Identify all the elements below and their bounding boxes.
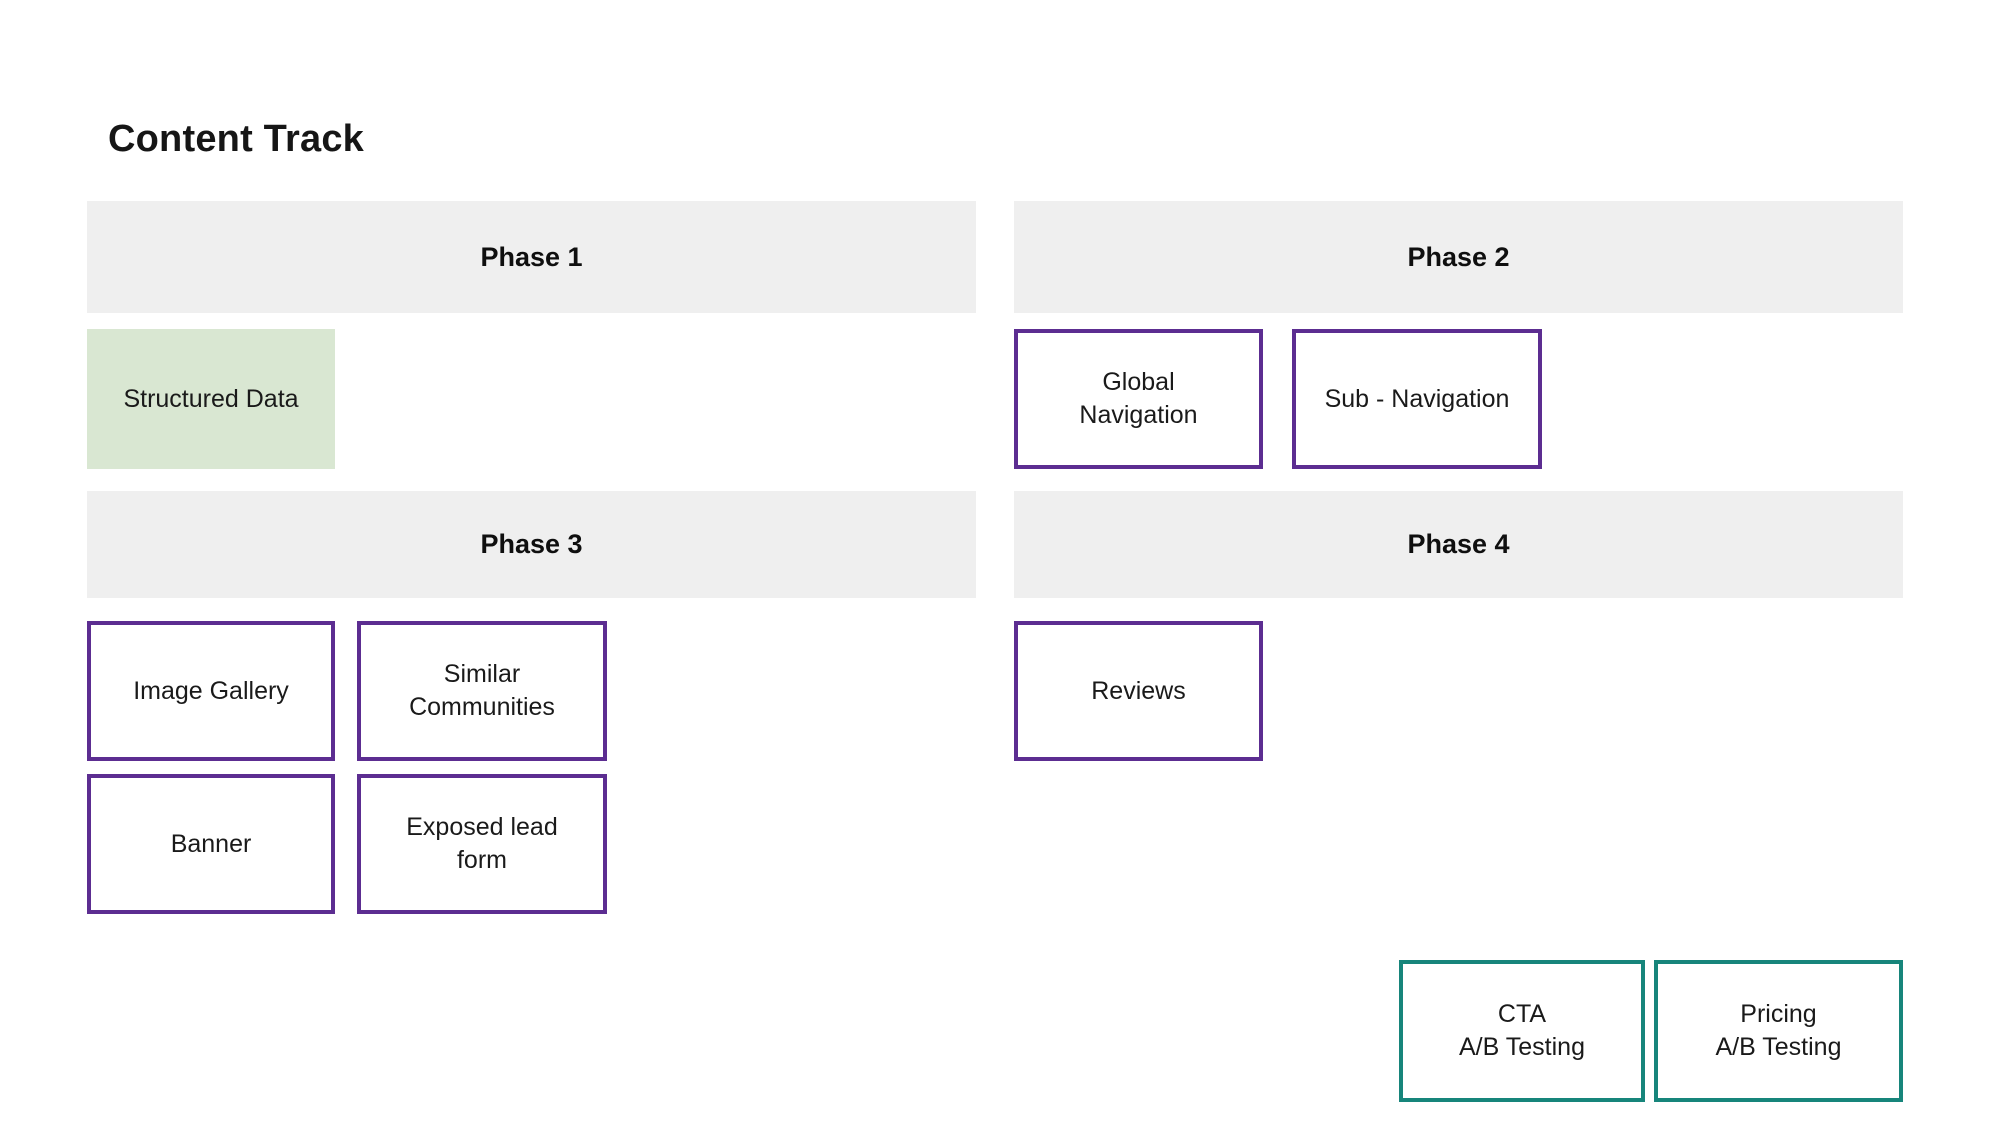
card-exposed-lead-form-label: Exposed lead form	[406, 813, 558, 874]
card-reviews: Reviews	[1014, 621, 1263, 761]
card-sub-navigation-label: Sub - Navigation	[1324, 384, 1510, 413]
card-banner-label: Banner	[170, 829, 252, 858]
card-image-gallery: Image Gallery	[87, 621, 335, 761]
card-exposed-lead-form: Exposed lead form	[357, 774, 607, 914]
phase-1-label: Phase 1	[480, 241, 583, 272]
phase-4-label: Phase 4	[1407, 529, 1510, 559]
phase-2-band: Phase 2	[1014, 201, 1903, 313]
card-structured-data: Structured Data	[87, 329, 335, 469]
card-structured-data-label: Structured Data	[123, 384, 299, 413]
phase-2-label: Phase 2	[1407, 241, 1510, 272]
card-image-gallery-label: Image Gallery	[133, 676, 289, 705]
card-pricing-ab-testing: Pricing A/B Testing	[1654, 960, 1903, 1102]
card-pricing-ab-testing-label: Pricing A/B Testing	[1715, 1000, 1842, 1061]
card-cta-ab-testing-label: CTA A/B Testing	[1458, 1000, 1585, 1061]
card-global-navigation-label: Global Navigation	[1079, 368, 1198, 429]
page-title: Content Track	[108, 118, 364, 160]
phase-1-band: Phase 1	[87, 201, 976, 313]
phase-4-band: Phase 4	[1014, 491, 1903, 598]
card-similar-communities-label: Similar Communities	[409, 660, 555, 721]
card-cta-ab-testing: CTA A/B Testing	[1399, 960, 1645, 1102]
card-similar-communities: Similar Communities	[357, 621, 607, 761]
card-global-navigation: Global Navigation	[1014, 329, 1263, 469]
phase-3-band: Phase 3	[87, 491, 976, 598]
card-reviews-label: Reviews	[1091, 676, 1186, 705]
phase-3-label: Phase 3	[480, 529, 583, 559]
card-sub-navigation: Sub - Navigation	[1292, 329, 1542, 469]
card-banner: Banner	[87, 774, 335, 914]
